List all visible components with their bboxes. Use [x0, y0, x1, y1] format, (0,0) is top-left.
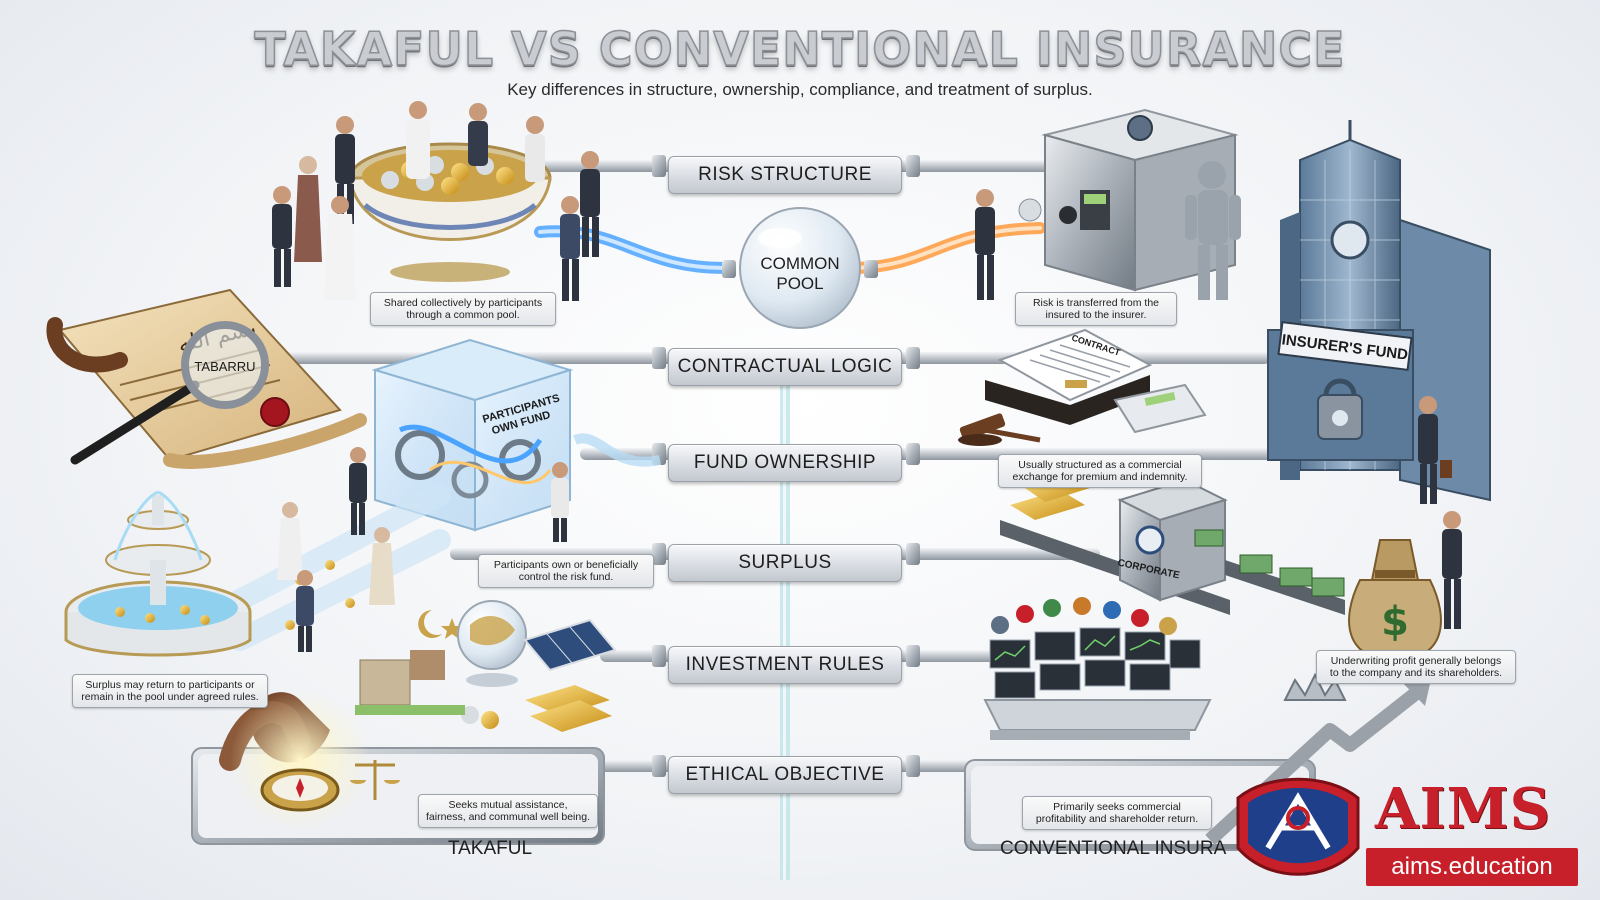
magnifier-label: TABARRU [194, 359, 255, 374]
logo-url[interactable]: aims.education [1366, 848, 1578, 886]
caption-line: Shared collectively by participants [383, 297, 543, 309]
caption-line: Seeks mutual assistance, [448, 799, 568, 811]
coin-bowl [348, 142, 552, 282]
caption-takaful-risk: Shared collectively by participants thro… [370, 292, 556, 326]
common-pool-line-1: COMMON [760, 254, 840, 273]
money-bag: $ [1348, 539, 1442, 662]
trading-desk [983, 597, 1212, 740]
caption-line: Primarily seeks commercial [1053, 801, 1181, 813]
category-fund-ownership: FUND OWNERSHIP [668, 444, 902, 482]
caption-takaful-ethics: Seeks mutual assistance, fairness, and c… [418, 794, 598, 828]
caption-line: Participants own or beneficially [493, 559, 639, 571]
participants-group [272, 101, 600, 301]
money-bag-symbol: $ [1381, 599, 1409, 645]
caption-line: Underwriting profit generally belongs [1330, 655, 1502, 667]
common-pool-line-2: POOL [776, 274, 824, 293]
caption-line: profitability and shareholder return. [1035, 813, 1199, 825]
caption-conventional-contract: Usually structured as a commercial excha… [998, 454, 1202, 488]
magnifier-icon: TABARRU [70, 321, 269, 465]
caption-conventional-surplus: Underwriting profit generally belongs to… [1316, 650, 1516, 684]
base-label-conventional: CONVENTIONAL INSURA [1000, 838, 1227, 859]
category-contractual-logic: CONTRACTUAL LOGIC [668, 348, 902, 386]
caption-conventional-risk: Risk is transferred from the insured to … [1015, 292, 1177, 326]
insurer-building: INSURER'S FUND [1267, 120, 1491, 502]
caption-line: insured to the insurer. [1045, 309, 1147, 321]
caption-takaful-surplus: Surplus may return to participants or re… [72, 674, 268, 708]
caption-line: control the risk fund. [518, 571, 614, 583]
page-subtitle: Key differences in structure, ownership,… [507, 80, 1093, 99]
aims-emblem-icon [1236, 777, 1360, 876]
caption-line: to the company and its shareholders. [1329, 667, 1503, 679]
category-investment-rules: INVESTMENT RULES [668, 646, 902, 684]
page-title: TAKAFUL VS CONVENTIONAL INSURANCE [254, 21, 1346, 77]
category-surplus: SURPLUS [668, 544, 902, 582]
category-ethical-objective: ETHICAL OBJECTIVE [668, 756, 902, 794]
caption-line: through a common pool. [406, 309, 520, 321]
base-label-takaful: TAKAFUL [447, 838, 533, 859]
caption-line: remain in the pool under agreed rules. [81, 691, 259, 703]
caption-line: exchange for premium and indemnity. [1012, 471, 1188, 483]
surplus-fountain [64, 490, 252, 657]
logo-name: AIMS [1375, 776, 1552, 842]
contract-desk: CONTRACT [958, 328, 1207, 446]
category-risk-structure: RISK STRUCTURE [668, 156, 902, 194]
halal-investment-assets [355, 600, 617, 732]
armored-guard [1185, 161, 1241, 300]
participants-glass-vault: PARTICIPANTS OWN FUND [371, 338, 574, 532]
caption-conventional-ethics: Primarily seeks commercial profitability… [1022, 796, 1212, 830]
caption-line: Risk is transferred from the [1032, 297, 1160, 309]
caption-line: fairness, and communal well being. [425, 811, 590, 823]
caption-takaful-ownership: Participants own or beneficially control… [478, 554, 654, 588]
caption-line: Surplus may return to participants or [85, 679, 255, 691]
corporate-machine: CORPORATE [1000, 474, 1345, 615]
common-pool-label: COMMON POOL [738, 254, 862, 294]
caption-line: Usually structured as a commercial [1018, 459, 1182, 471]
